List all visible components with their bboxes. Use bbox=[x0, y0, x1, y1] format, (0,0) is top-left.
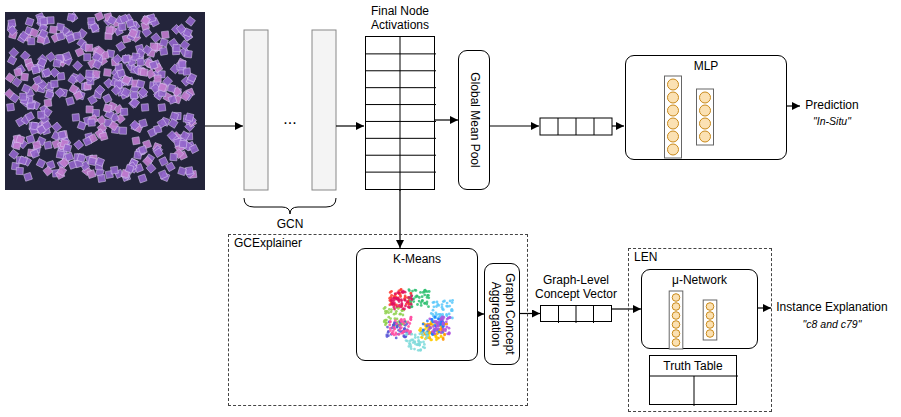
node-text: Graph-Level Concept Vector bbox=[526, 274, 626, 302]
pool-box: Global Mean Pool bbox=[458, 50, 490, 190]
kmeans-box: K-Means bbox=[356, 248, 478, 361]
node-text: K-Means bbox=[357, 253, 477, 267]
explainer-group: GCExplainerK-MeansGraph Concept Aggregat… bbox=[228, 234, 528, 406]
node-text: MLP bbox=[626, 60, 786, 74]
flow-connector bbox=[520, 313, 540, 314]
node-text: LEN bbox=[634, 251, 657, 265]
node-text: Final Node Activations bbox=[358, 5, 442, 33]
flow-connector bbox=[612, 308, 641, 309]
gcn-layer bbox=[312, 30, 336, 190]
concept-vector: Graph-Level Concept Vector bbox=[540, 305, 612, 322]
mu-network-box: μ-Network bbox=[641, 269, 758, 349]
box-graphic bbox=[541, 306, 613, 323]
node-text: Truth Table bbox=[650, 360, 736, 374]
gcn-layer bbox=[244, 30, 268, 190]
truth-table: Truth Table bbox=[649, 355, 737, 405]
len-group: LEN μ-NetworkTruth Table bbox=[628, 248, 772, 412]
aggregation-box: Graph Concept Aggregation bbox=[484, 263, 520, 365]
box-graphic bbox=[366, 37, 436, 191]
node-text: Global Mean Pool bbox=[467, 72, 481, 167]
pooled-vector bbox=[540, 118, 612, 135]
free-label: ... bbox=[283, 110, 296, 128]
tissue-cells bbox=[4, 12, 198, 183]
node-text: GCExplainer bbox=[234, 237, 302, 251]
free-label: GCN bbox=[277, 218, 304, 232]
flow-connector bbox=[399, 190, 400, 248]
gcn-bracket bbox=[244, 198, 336, 214]
flow-connector bbox=[435, 119, 458, 120]
tissue-image bbox=[5, 12, 205, 190]
free-label: Instance Explanation bbox=[776, 301, 887, 315]
activation-matrix: Final Node Activations bbox=[365, 36, 435, 190]
mlp-box: MLP bbox=[625, 55, 787, 160]
free-label: "In-Situ" bbox=[813, 115, 851, 127]
node-text: μ-Network bbox=[642, 274, 757, 288]
free-label: "c8 and c79" bbox=[803, 318, 862, 330]
free-label: Prediction bbox=[805, 99, 858, 113]
node-text: Graph Concept Aggregation bbox=[488, 271, 516, 357]
